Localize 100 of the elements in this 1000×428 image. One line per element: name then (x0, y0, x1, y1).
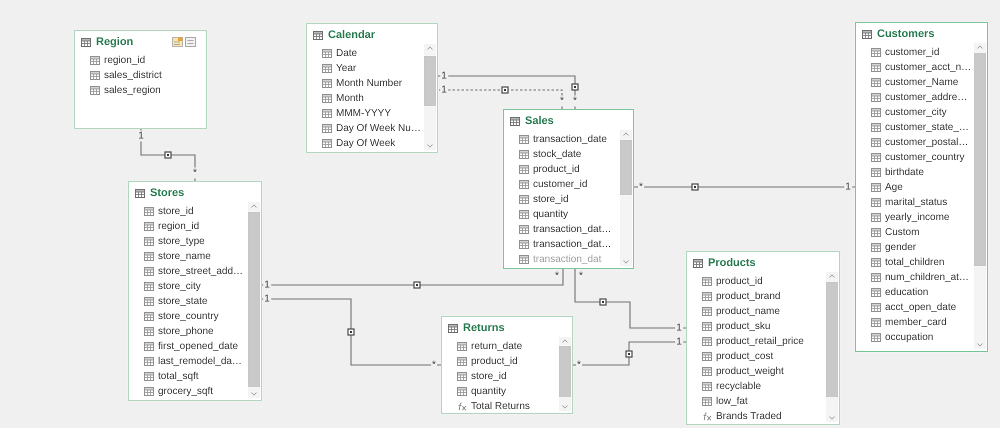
relationship-line (262, 298, 441, 366)
field-name: product_id (533, 164, 580, 174)
field-name: last_remodel_da… (158, 356, 242, 366)
cardinality-label: * (192, 168, 198, 178)
field-name: member_card (885, 318, 947, 328)
table-card (306, 23, 438, 153)
field-name: customer_addre… (885, 92, 968, 102)
table-title: Stores (150, 188, 184, 198)
field-name: store_city (158, 282, 201, 292)
field-name: product_name (716, 306, 780, 316)
field-name: num_children_at… (885, 272, 969, 282)
table-card (855, 22, 988, 352)
field-name: occupation (885, 332, 934, 342)
cardinality-label: 1 (675, 322, 683, 334)
field-name: quantity (533, 210, 568, 220)
table-card (686, 251, 840, 425)
field-name: Age (885, 182, 903, 192)
table-card (441, 316, 573, 414)
field-name: acct_open_date (885, 302, 956, 312)
dashed-relationship-line (438, 89, 563, 109)
field-name: region_id (158, 222, 200, 232)
measure-name: Total Returns (471, 402, 530, 412)
field-name: yearly_income (885, 212, 950, 222)
cardinality-label: 1 (263, 294, 271, 304)
field-name: product_sku (716, 322, 770, 332)
field-name: store_state (158, 296, 208, 306)
field-name: customer_id (533, 180, 588, 190)
field-name: sales_region (104, 86, 161, 96)
field-name: Date (336, 48, 358, 58)
table-card (74, 30, 207, 129)
field-name: store_name (158, 252, 211, 262)
field-name: total_children (885, 258, 944, 268)
field-name: total_sqft (158, 372, 199, 382)
field-name: transaction_dat… (533, 240, 612, 250)
field-name: recyclable (716, 382, 762, 392)
field-name: birthdate (885, 168, 924, 178)
field-name: Custom (885, 228, 920, 238)
field-name: return_date (471, 342, 522, 352)
field-name: store_id (533, 194, 569, 204)
table-card (503, 109, 634, 269)
relationship-line (140, 129, 196, 181)
field-name: customer_acct_n… (885, 62, 972, 72)
table-title: Returns (463, 322, 505, 334)
field-name: store_id (471, 372, 507, 382)
field-name: quantity (471, 386, 506, 396)
field-name: customer_city (885, 108, 947, 118)
field-name: store_phone (158, 326, 214, 336)
field-name: Month (336, 94, 364, 104)
table-title: Sales (525, 116, 554, 126)
field-name: customer_state_… (885, 122, 969, 132)
field-name: product_retail_price (716, 336, 804, 346)
field-name: transaction_dat… (533, 224, 612, 234)
cardinality-label: 1 (263, 280, 271, 290)
field-name: Day Of Week Nu… (336, 124, 421, 134)
field-name: customer_country (885, 152, 964, 162)
field-name: sales_district (104, 70, 162, 80)
cardinality-label: * (572, 96, 578, 106)
field-name: store_type (158, 236, 205, 246)
table-title: Products (708, 258, 756, 268)
field-name: MMM-YYYY (336, 108, 391, 118)
cardinality-label: 1 (440, 84, 448, 96)
table-card (128, 181, 262, 401)
field-name: transaction_dat (533, 254, 602, 264)
relationship-line (438, 75, 576, 109)
table-title: Calendar (328, 30, 376, 40)
field-name: transaction_date (533, 134, 607, 144)
field-name: gender (885, 242, 916, 252)
field-name: Year (336, 64, 356, 74)
field-name: product_cost (716, 352, 774, 362)
relationship-line (262, 269, 564, 286)
table-title: Region (96, 36, 134, 48)
field-name: product_id (716, 276, 763, 286)
cardinality-label: 1 (675, 336, 683, 348)
field-name: marital_status (885, 198, 948, 208)
field-name: Month Number (336, 78, 402, 88)
field-name: store_id (158, 206, 194, 216)
cardinality-label: 1 (844, 182, 852, 192)
field-name: low_fat (716, 396, 748, 406)
field-name: store_street_add… (158, 266, 244, 276)
table-title: Customers (877, 28, 934, 40)
cardinality-label: 1 (440, 70, 448, 82)
relationship-line (634, 186, 855, 188)
field-name: first_opened_date (158, 342, 238, 352)
field-name: product_weight (716, 366, 784, 376)
field-name: stock_date (533, 150, 582, 160)
relationship-line (574, 269, 686, 329)
field-name: customer_postal… (885, 138, 968, 148)
field-name: customer_Name (885, 78, 958, 88)
cardinality-label: 1 (137, 130, 145, 142)
relationship-line (573, 341, 686, 366)
cardinality-label: * (559, 96, 565, 106)
measure-name: Brands Traded (716, 412, 782, 422)
field-name: grocery_sqft (158, 386, 214, 396)
field-name: education (885, 288, 928, 298)
field-name: region_id (104, 56, 146, 66)
field-name: customer_id (885, 48, 940, 58)
field-name: product_brand (716, 292, 780, 302)
field-name: product_id (471, 356, 518, 366)
field-name: store_country (158, 312, 219, 322)
field-name: Day Of Week (336, 138, 396, 148)
